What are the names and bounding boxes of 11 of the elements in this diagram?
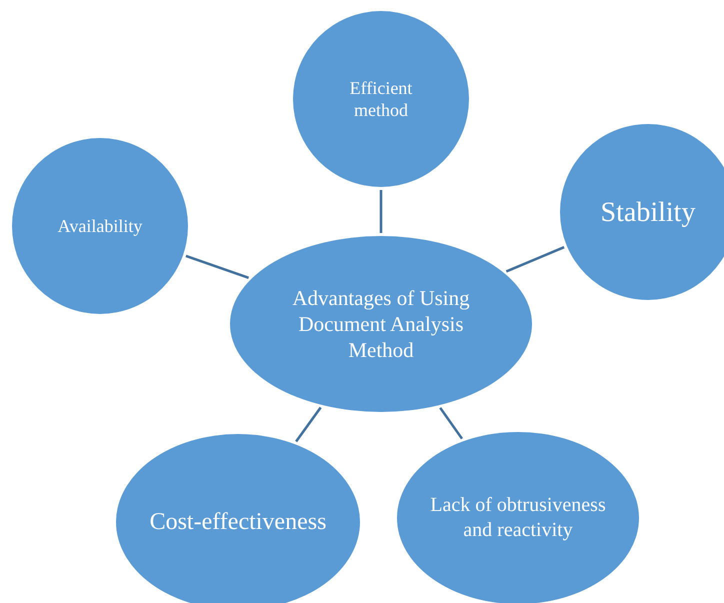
connector-line [439, 407, 464, 440]
connector-line [295, 406, 322, 442]
node-label: Stability [600, 196, 696, 230]
node-label: Availability [58, 214, 142, 238]
connector-line [506, 246, 565, 273]
node-label: Lack of obtrusiveness and reactivity [429, 493, 607, 543]
node-label: Cost-effectiveness [150, 508, 326, 537]
connector-line [186, 254, 249, 279]
node-label: Advantages of Using Document Analysis Method [291, 284, 471, 364]
connector-line [380, 190, 382, 233]
node-label: Efficient method [348, 76, 414, 122]
